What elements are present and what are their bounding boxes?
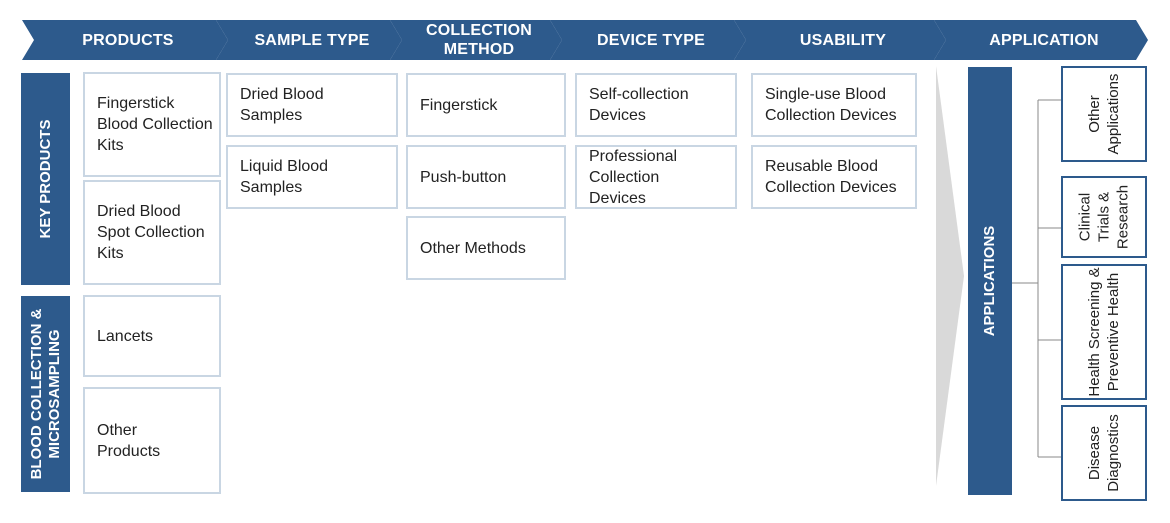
application-clinical-trials-label: Clinical Trials & Research: [1076, 184, 1132, 250]
usability-reusable-label: Reusable Blood Collection Devices: [765, 158, 897, 196]
step-products: PRODUCTS: [22, 20, 228, 60]
step-application: APPLICATION: [934, 20, 1148, 60]
method-push-button: Push-button: [406, 145, 566, 209]
product-dbs-kits-label: Dried Blood Spot Collection Kits: [97, 203, 205, 262]
application-disease-diagnostics: Disease Diagnostics: [1061, 405, 1147, 501]
blood-collection-bar: BLOOD COLLECTION & MICROSAMPLING: [21, 296, 70, 492]
step-products-label: PRODUCTS: [82, 31, 174, 49]
step-sample-type: SAMPLE TYPE: [216, 20, 402, 60]
device-self-collection: Self-collection Devices: [575, 73, 737, 137]
sample-dried-blood: Dried Blood Samples: [226, 73, 398, 137]
application-other: Other Applications: [1061, 66, 1147, 162]
method-fingerstick: Fingerstick: [406, 73, 566, 137]
device-professional-label: Professional Collection Devices: [589, 147, 678, 207]
step-device-type: DEVICE TYPE: [550, 20, 746, 60]
usability-single-use: Single-use Blood Collection Devices: [751, 73, 917, 137]
usability-reusable: Reusable Blood Collection Devices: [751, 145, 917, 209]
product-dbs-kits: Dried Blood Spot Collection Kits: [83, 180, 221, 285]
step-sample-type-label: SAMPLE TYPE: [254, 31, 370, 49]
device-self-collection-label: Self-collection Devices: [589, 86, 689, 124]
sample-liquid-blood-label: Liquid Blood Samples: [240, 158, 329, 196]
product-other: Other Products: [83, 387, 221, 494]
product-fingerstick-kits: Fingerstick Blood Collection Kits: [83, 72, 221, 177]
step-collection-method: COLLECTION METHOD: [390, 20, 562, 60]
key-products-bar: KEY PRODUCTS: [21, 73, 70, 285]
application-disease-diagnostics-label: Disease Diagnostics: [1086, 414, 1122, 492]
step-device-type-label: DEVICE TYPE: [596, 31, 705, 49]
funnel-arrow-shape: [936, 66, 964, 486]
method-push-button-label: Push-button: [420, 168, 507, 186]
device-professional: Professional Collection Devices: [575, 145, 737, 209]
application-health-screening: Health Screening & Preventive Health: [1061, 264, 1147, 400]
step-usability: USABILITY: [734, 20, 946, 60]
method-fingerstick-label: Fingerstick: [420, 96, 498, 114]
product-lancets: Lancets: [83, 295, 221, 377]
product-lancets-label: Lancets: [97, 327, 154, 345]
sample-liquid-blood: Liquid Blood Samples: [226, 145, 398, 209]
step-application-label: APPLICATION: [989, 31, 1099, 49]
product-other-label: Other Products: [97, 421, 161, 460]
application-health-screening-label: Health Screening & Preventive Health: [1086, 267, 1122, 397]
application-clinical-trials: Clinical Trials & Research: [1061, 176, 1147, 258]
method-other: Other Methods: [406, 216, 566, 280]
usability-single-use-label: Single-use Blood Collection Devices: [765, 86, 897, 124]
step-collection-method-label: COLLECTION METHOD: [426, 22, 532, 58]
method-other-label: Other Methods: [420, 239, 526, 257]
applications-bar: APPLICATIONS: [968, 67, 1012, 495]
application-other-label: Other Applications: [1086, 73, 1122, 155]
product-fingerstick-kits-label: Fingerstick Blood Collection Kits: [97, 95, 213, 154]
step-usability-label: USABILITY: [799, 31, 887, 49]
sample-dried-blood-label: Dried Blood Samples: [240, 86, 324, 124]
funnel-arrow: [936, 66, 964, 486]
